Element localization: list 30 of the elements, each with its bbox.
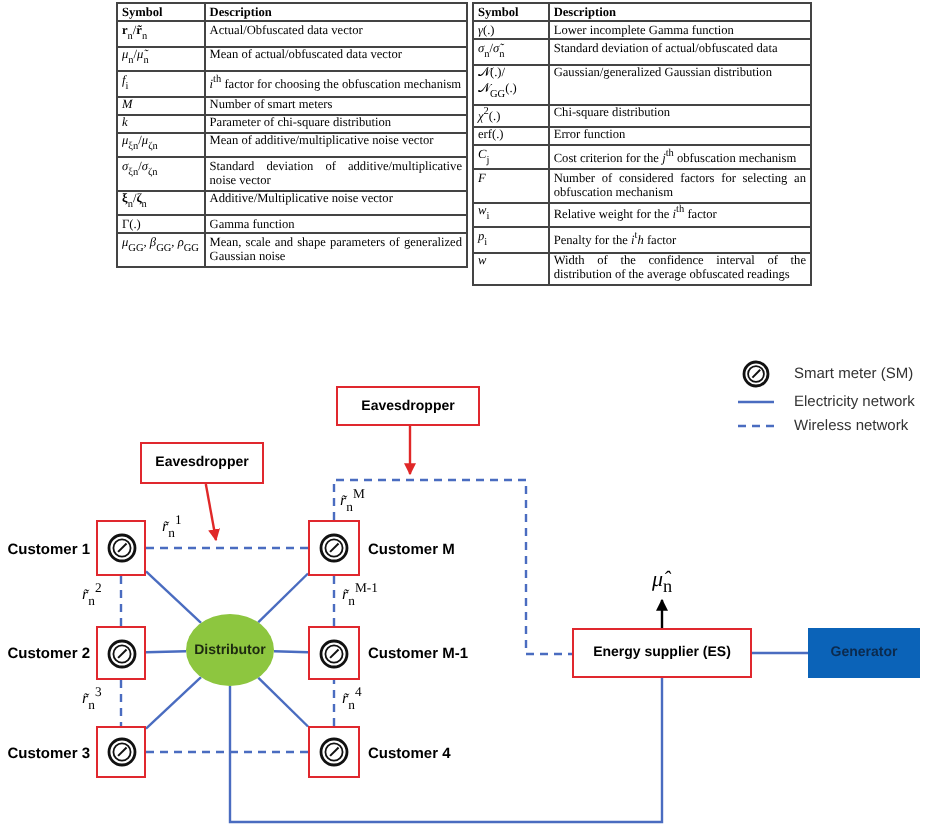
connector-line xyxy=(332,680,336,726)
meter-box xyxy=(308,726,360,778)
connector-line xyxy=(145,676,202,730)
meter-box xyxy=(96,520,146,576)
connector-line xyxy=(332,576,336,626)
connector-line xyxy=(228,678,664,824)
arrow xyxy=(404,426,416,476)
connector-line xyxy=(146,546,308,550)
connector-line xyxy=(119,680,123,726)
meter-box xyxy=(96,726,146,778)
connector-line xyxy=(273,650,309,654)
connector-line xyxy=(145,570,202,624)
connector-line xyxy=(145,650,187,654)
generator-box xyxy=(808,628,920,678)
distributor-ellipse xyxy=(186,614,274,686)
meter-box xyxy=(96,626,146,680)
connector-line xyxy=(146,750,308,754)
label-box xyxy=(572,628,752,678)
connector-line xyxy=(257,572,309,624)
connector-line xyxy=(119,576,123,626)
connector-line xyxy=(752,651,808,655)
label-box xyxy=(140,442,264,484)
meter-box xyxy=(308,626,360,680)
arrow xyxy=(656,598,668,628)
label-box xyxy=(336,386,480,426)
connector-line xyxy=(257,676,309,728)
arrow xyxy=(204,483,220,542)
connector-line xyxy=(332,478,572,656)
meter-box xyxy=(308,520,360,576)
math-symbol: μ̂$_{n}$ xyxy=(651,568,673,598)
